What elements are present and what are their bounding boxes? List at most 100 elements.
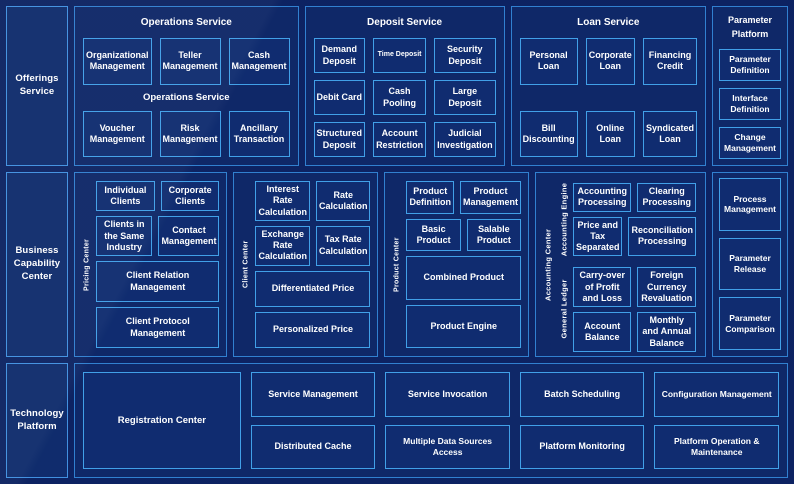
ledger-item[interactable]: Account Balance xyxy=(572,312,632,352)
center-item[interactable]: Product Engine xyxy=(406,304,521,348)
tech-item[interactable]: Platform Monitoring xyxy=(519,424,645,469)
center-panel-accounting: Accounting Center Accounting Engine Acco… xyxy=(534,172,706,357)
parameter-item-definition[interactable]: Parameter Definition xyxy=(719,49,781,81)
center-row: Exchange Rate Calculation Tax Rate Calcu… xyxy=(255,225,371,266)
tech-column: Service Invocation Multiple Data Sources… xyxy=(385,372,510,469)
service-item[interactable]: Ancillary Transaction xyxy=(228,110,290,157)
business-centers: Pricing Center Individual Clients Corpor… xyxy=(74,172,706,357)
tech-item[interactable]: Multiple Data Sources Access xyxy=(385,424,510,469)
service-grid-operations: Organizational Management Teller Managem… xyxy=(83,38,290,157)
service-title-operations-duplicate: Operations Service xyxy=(142,91,230,103)
service-item[interactable]: Structured Deposit xyxy=(313,122,366,157)
service-item[interactable]: Financing Credit xyxy=(642,38,697,85)
service-item[interactable]: Teller Management xyxy=(159,38,221,85)
service-item[interactable]: Debit Card xyxy=(313,80,366,115)
center-item[interactable]: Basic Product xyxy=(406,218,461,252)
parameter-item-change-management[interactable]: Change Management xyxy=(719,127,781,159)
center-vlabel-product: Product Center xyxy=(393,237,401,292)
center-item[interactable]: Interest Rate Calculation xyxy=(255,181,310,221)
service-item[interactable]: Risk Management xyxy=(159,110,221,157)
center-body-client: Interest Rate Calculation Rate Calculati… xyxy=(253,178,372,351)
service-item[interactable]: Personal Loan xyxy=(519,38,578,85)
center-item[interactable]: Product Definition xyxy=(406,181,454,214)
center-row: Carry-over of Profit and Loss Foreign Cu… xyxy=(572,267,697,307)
tech-item[interactable]: Batch Scheduling xyxy=(519,372,645,417)
parameter-item-process-management[interactable]: Process Management xyxy=(719,178,781,231)
ledger-item[interactable]: Carry-over of Profit and Loss xyxy=(572,267,632,307)
center-row: Account Balance Monthly and Annual Balan… xyxy=(572,312,697,352)
service-item[interactable]: Organizational Management xyxy=(83,38,152,85)
service-panel-operations: Operations Service Organizational Manage… xyxy=(74,6,299,166)
center-item[interactable]: Tax Rate Calculation xyxy=(315,225,371,266)
center-item[interactable]: Differentiated Price xyxy=(255,270,371,307)
parameter-platform-title: Parameter Platform xyxy=(727,15,773,39)
center-item[interactable]: Salable Product xyxy=(466,218,521,252)
tech-item[interactable]: Service Management xyxy=(250,372,376,417)
technology-platform-panel: Registration Center Service Management D… xyxy=(74,363,788,478)
accounting-engine-body: Accounting Processing Clearing Processin… xyxy=(571,180,698,259)
center-item[interactable]: Rate Calculation xyxy=(315,181,371,221)
center-item[interactable]: Contact Management xyxy=(158,216,220,257)
ledger-item[interactable]: Monthly and Annual Balance xyxy=(637,312,697,352)
service-item[interactable]: Account Restriction xyxy=(373,122,427,157)
registration-center-box[interactable]: Registration Center xyxy=(83,372,241,469)
center-item[interactable]: Combined Product xyxy=(406,256,521,300)
center-item[interactable]: Individual Clients xyxy=(96,181,155,212)
accounting-item[interactable]: Reconciliation Processing xyxy=(628,216,696,257)
center-row: Clients in the Same Industry Contact Man… xyxy=(96,216,220,257)
center-item[interactable]: Client Protocol Management xyxy=(96,307,220,348)
center-item[interactable]: Clients in the Same Industry xyxy=(96,216,153,257)
center-vlabel-accounting: Accounting Center xyxy=(543,228,553,301)
general-ledger-vlabel: General Ledger xyxy=(559,279,569,340)
service-item[interactable]: Time Deposit xyxy=(373,38,427,73)
parameter-item-interface-definition[interactable]: Interface Definition xyxy=(719,88,781,120)
tech-column: Configuration Management Platform Operat… xyxy=(654,372,780,469)
center-item[interactable]: Personalized Price xyxy=(255,311,371,348)
accounting-item[interactable]: Price and Tax Separated xyxy=(572,216,623,257)
service-item[interactable]: Corporate Loan xyxy=(585,38,635,85)
tech-item[interactable]: Configuration Management xyxy=(654,372,780,417)
center-row: Interest Rate Calculation Rate Calculati… xyxy=(255,181,371,221)
parameter-platform-panel-top: Parameter Platform Parameter Definition … xyxy=(712,6,788,166)
accounting-engine-vlabel: Accounting Engine xyxy=(559,182,569,257)
center-row: Individual Clients Corporate Clients xyxy=(96,181,220,212)
service-title-loan: Loan Service xyxy=(577,17,640,28)
service-title-operations: Operations Service xyxy=(140,17,232,28)
center-item[interactable]: Product Management xyxy=(459,181,521,214)
center-item[interactable]: Client Relation Management xyxy=(96,261,220,303)
center-panel-product: Product Center Product Definition Produc… xyxy=(384,172,529,357)
service-item[interactable]: Syndicated Loan xyxy=(642,110,697,157)
service-item[interactable]: Bill Discounting xyxy=(519,110,578,157)
parameter-item-parameter-release[interactable]: Parameter Release xyxy=(719,237,781,291)
service-item[interactable]: Online Loan xyxy=(585,110,635,157)
service-item[interactable]: Voucher Management xyxy=(83,110,152,157)
accounting-item[interactable]: Accounting Processing xyxy=(572,183,632,212)
tech-item[interactable]: Distributed Cache xyxy=(250,424,376,469)
center-panel-pricing: Pricing Center Individual Clients Corpor… xyxy=(74,172,228,357)
tech-column: Batch Scheduling Platform Monitoring xyxy=(519,372,645,469)
tech-column: Service Management Distributed Cache xyxy=(250,372,376,469)
center-item[interactable]: Exchange Rate Calculation xyxy=(255,225,310,266)
center-body-pricing: Individual Clients Corporate Clients Cli… xyxy=(94,178,221,351)
center-row: Price and Tax Separated Reconciliation P… xyxy=(572,216,696,257)
ledger-item[interactable]: Foreign Currency Revaluation xyxy=(637,267,697,307)
service-item[interactable]: Cash Pooling xyxy=(373,80,427,115)
tech-item[interactable]: Platform Operation & Maintenance xyxy=(654,424,780,469)
center-item[interactable]: Corporate Clients xyxy=(160,181,220,212)
accounting-item[interactable]: Clearing Processing xyxy=(637,183,697,212)
service-item[interactable]: Cash Management xyxy=(228,38,290,85)
general-ledger-body: Carry-over of Profit and Loss Foreign Cu… xyxy=(571,264,698,355)
service-item[interactable]: Security Deposit xyxy=(434,38,496,73)
service-item[interactable]: Demand Deposit xyxy=(313,38,366,73)
offerings-service-groups: Operations Service Organizational Manage… xyxy=(74,6,706,166)
service-item[interactable]: Large Deposit xyxy=(434,80,496,115)
parameter-item-parameter-comparison[interactable]: Parameter Comparison xyxy=(719,297,781,351)
tech-item[interactable]: Service Invocation xyxy=(385,372,510,417)
service-item[interactable]: Judicial Investigation xyxy=(434,122,496,157)
service-grid-deposit: Demand Deposit Time Deposit Security Dep… xyxy=(313,38,496,157)
service-panel-loan: Loan Service Personal Loan Corporate Loa… xyxy=(510,6,706,166)
